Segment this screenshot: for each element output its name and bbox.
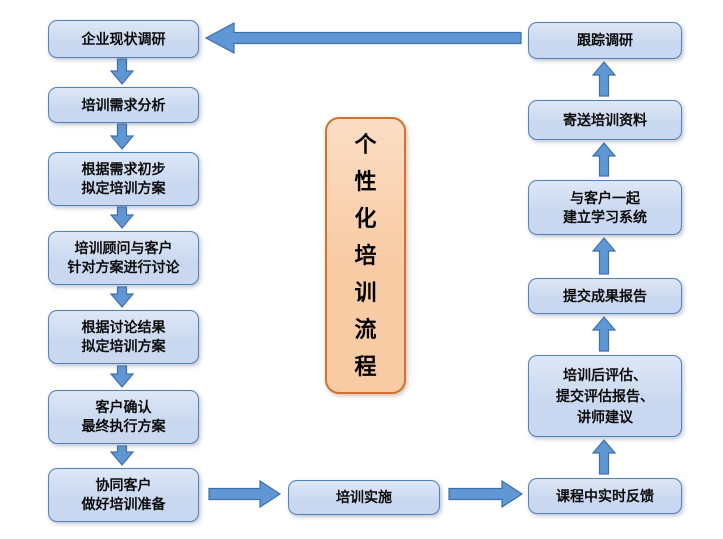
arrow-left-3: [109, 206, 135, 229]
arrow-left-2: [109, 123, 135, 150]
arrow-right-5: [591, 61, 617, 97]
flow-box-results-report: 提交成果报告: [528, 278, 682, 314]
arrow-left-4: [109, 286, 135, 308]
arrow-right-2: [591, 316, 617, 352]
arrow-bottom-1: [208, 479, 282, 509]
flow-box-revised-plan: 根据讨论结果 拟定培训方案: [48, 310, 199, 364]
flow-box-needs-analysis: 培训需求分析: [48, 87, 199, 123]
arrow-bottom-2: [448, 479, 524, 509]
flow-box-send-materials: 寄送培训资料: [528, 100, 682, 140]
arrow-right-4: [591, 142, 617, 177]
flow-box-realtime-feedback: 课程中实时反馈: [528, 478, 682, 514]
diagram-title: 个 性 化 培 训 流 程: [325, 117, 406, 394]
arrow-left-6: [109, 445, 135, 466]
flow-box-follow-up-survey: 跟踪调研: [528, 22, 682, 59]
arrow-top-return: [204, 21, 522, 55]
flow-box-post-training-evaluation: 培训后评估、 提交评估报告、 讲师建议: [528, 355, 682, 437]
arrow-left-5: [109, 365, 135, 388]
arrow-right-1: [591, 439, 617, 475]
flow-box-consultant-discussion: 培训顾问与客户 针对方案进行讨论: [48, 231, 199, 285]
flow-box-client-confirmation: 客户确认 最终执行方案: [48, 390, 199, 444]
flow-box-training-implementation: 培训实施: [288, 480, 440, 515]
arrow-left-1: [109, 58, 135, 85]
flow-box-training-preparation: 协同客户 做好培训准备: [48, 468, 199, 522]
flow-box-initial-plan: 根据需求初步 拟定培训方案: [48, 152, 199, 206]
flow-box-learning-system: 与客户一起 建立学习系统: [528, 180, 682, 235]
flow-box-company-survey: 企业现状调研: [48, 20, 199, 58]
arrow-right-3: [591, 237, 617, 275]
